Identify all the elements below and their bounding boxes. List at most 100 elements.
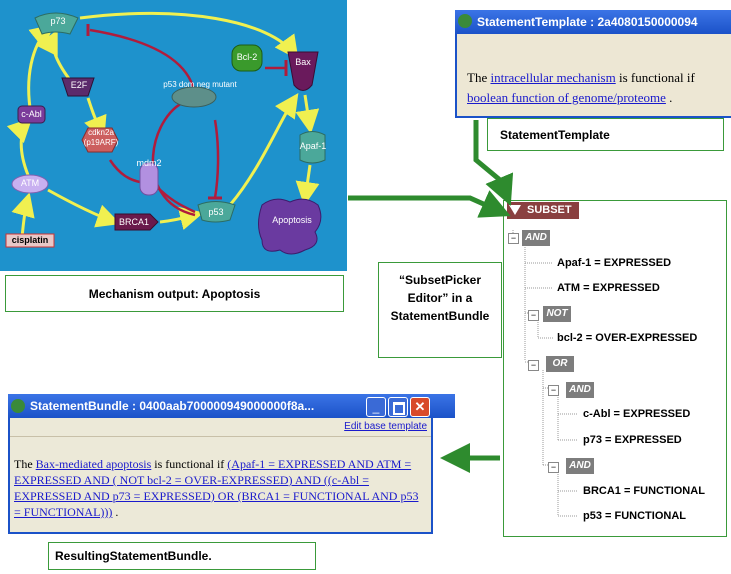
edge-apaf1-apoptosis [295, 164, 320, 206]
caption-bold: StatementBundle [109, 549, 209, 563]
inhibit-p53dom-p53b [213, 119, 220, 199]
intracellular-mechanism-link[interactable]: intracellular mechanism [490, 70, 616, 85]
inhibit-p53dom-p53 [151, 98, 196, 217]
subset-picker-panel [503, 200, 727, 537]
node-atm: ATM [20, 178, 40, 188]
template-text-suffix: . [665, 90, 673, 105]
brca1-shape [114, 213, 159, 231]
mdm2-shape [139, 162, 159, 196]
statement-bundle-body: Edit base template The Bax-mediated apop… [8, 418, 433, 534]
node-cdkn2a: cdkn2a (p19ARF) [83, 128, 119, 147]
app-icon-bundle [11, 399, 25, 413]
template-text-prefix: The [467, 70, 491, 85]
p53dom-shape [171, 86, 217, 108]
caption-suffix: . [208, 549, 212, 563]
node-e2f: E2F [70, 80, 88, 90]
leaf-atm[interactable]: ATM = EXPRESSED [557, 282, 660, 294]
node-cabl: c-Abl [21, 109, 42, 119]
leaf-apaf1[interactable]: Apaf-1 = EXPRESSED [557, 257, 672, 269]
leaf-brca1[interactable]: BRCA1 = FUNCTIONAL [583, 485, 705, 497]
subset-header[interactable]: SUBSET [507, 202, 579, 219]
node-brca1: BRCA1 [118, 217, 149, 227]
leaf-p53[interactable]: p53 = FUNCTIONAL [583, 510, 686, 522]
node-bcl2: Bcl-2 [236, 52, 258, 62]
collapse-and1[interactable]: − [548, 385, 559, 396]
node-p53: p53 [208, 207, 224, 217]
inhibit-cdkn2a-mdm2 [108, 159, 141, 184]
collapse-or[interactable]: − [528, 360, 539, 371]
maximize-icon [393, 402, 405, 415]
collapse-and-root[interactable]: − [508, 233, 519, 244]
bundle-text-mid: is functional if [151, 457, 228, 471]
statement-bundle-title: StatementBundle : 0400aab700000949000000… [30, 399, 315, 413]
arrow-pathway-to-subset [348, 190, 511, 218]
node-apaf1: Apaf-1 [299, 141, 327, 151]
node-bax: Bax [295, 57, 311, 67]
edge-p73-bax [79, 11, 299, 60]
edge-brca1-p53 [159, 206, 204, 231]
bax-mediated-apoptosis-link[interactable]: Bax-mediated apoptosis [35, 457, 152, 471]
bax-shape [287, 51, 319, 91]
inhibit-mdm2-p53 [154, 184, 196, 214]
edge-bax-apaf1 [295, 94, 320, 134]
boolean-expression-link[interactable]: (Apaf-1 = EXPRESSED AND ATM = EXPRESSED … [14, 457, 419, 519]
node-p53-dom: p53 dom neg mutant [163, 80, 237, 89]
annotation-line1: “SubsetPicker [398, 273, 482, 287]
annotation-line2: Editor” in a [407, 291, 473, 305]
collapse-and2[interactable]: − [548, 462, 559, 473]
funnel-icon [509, 205, 521, 215]
edge-p53-bax [228, 93, 299, 206]
inhibit-p53dom-p73 [89, 28, 197, 96]
edge-atm-brca1 [47, 188, 121, 228]
subset-header-label: SUBSET [527, 204, 572, 216]
op-and2[interactable]: AND [566, 458, 594, 474]
bcl2-shape [231, 44, 263, 72]
collapse-not[interactable]: − [528, 310, 539, 321]
bundle-text-suffix: . [112, 505, 119, 519]
edit-base-template-link[interactable]: Edit base template [344, 421, 427, 432]
node-cisplatin: cisplatin [11, 235, 49, 245]
bundle-text-prefix: The [14, 457, 36, 471]
cdkn2a-shape [81, 127, 119, 153]
op-and-root[interactable]: AND [522, 230, 550, 246]
op-and1[interactable]: AND [566, 382, 594, 398]
mechanism-caption: Mechanism output: Apoptosis [5, 275, 344, 312]
statement-template-title: StatementTemplate : 2a4080150000094 [477, 15, 698, 29]
app-icon [458, 14, 472, 28]
pathway-edges [5, 11, 326, 255]
atm-shape [11, 174, 49, 194]
edge-e2f-p73 [36, 29, 72, 81]
node-mdm2: mdm2 [136, 158, 162, 168]
e2f-shape [61, 77, 95, 97]
apoptosis-shape [258, 198, 322, 255]
statement-template-titlebar[interactable]: StatementTemplate : 2a4080150000094 [455, 10, 731, 34]
edge-cisplatin-atm [11, 192, 35, 239]
cisplatin-shape [5, 233, 55, 248]
leaf-cabl[interactable]: c-Abl = EXPRESSED [583, 408, 691, 420]
cabl-shape [17, 105, 46, 124]
node-apoptosis: Apoptosis [272, 215, 312, 225]
node-p73: p73 [50, 16, 66, 26]
statement-bundle-caption: Resulting StatementBundle. [48, 542, 316, 570]
close-button[interactable]: ✕ [410, 397, 430, 417]
divider [10, 436, 431, 437]
template-text-mid: is functional if [615, 70, 695, 85]
leaf-bcl2[interactable]: bcl-2 = OVER-EXPRESSED [557, 332, 698, 344]
boolean-function-link[interactable]: boolean function of genome/proteome [467, 90, 666, 105]
minimize-button[interactable]: _ [366, 397, 386, 417]
p73-shape [34, 12, 79, 35]
statement-template-body: The intracellular mechanism is functiona… [455, 34, 731, 118]
pathway-diagram: p73 Bcl-2 Bax E2F p53 dom neg mutant c-A… [0, 0, 347, 271]
edge-atm-cabl [6, 117, 33, 176]
caption-prefix: Resulting [55, 549, 110, 563]
subset-picker-annotation: “SubsetPicker Editor” in a StatementBund… [378, 262, 502, 358]
statement-template-caption: StatementTemplate [487, 118, 724, 151]
leaf-p73[interactable]: p73 = EXPRESSED [583, 434, 682, 446]
maximize-button[interactable] [388, 397, 408, 417]
op-not[interactable]: NOT [543, 306, 571, 322]
p53-shape [197, 201, 236, 223]
edge-cabl-p73 [27, 24, 55, 109]
op-or[interactable]: OR [546, 356, 574, 372]
annotation-line3: StatementBundle [390, 309, 490, 323]
apaf1-shape [299, 131, 326, 164]
